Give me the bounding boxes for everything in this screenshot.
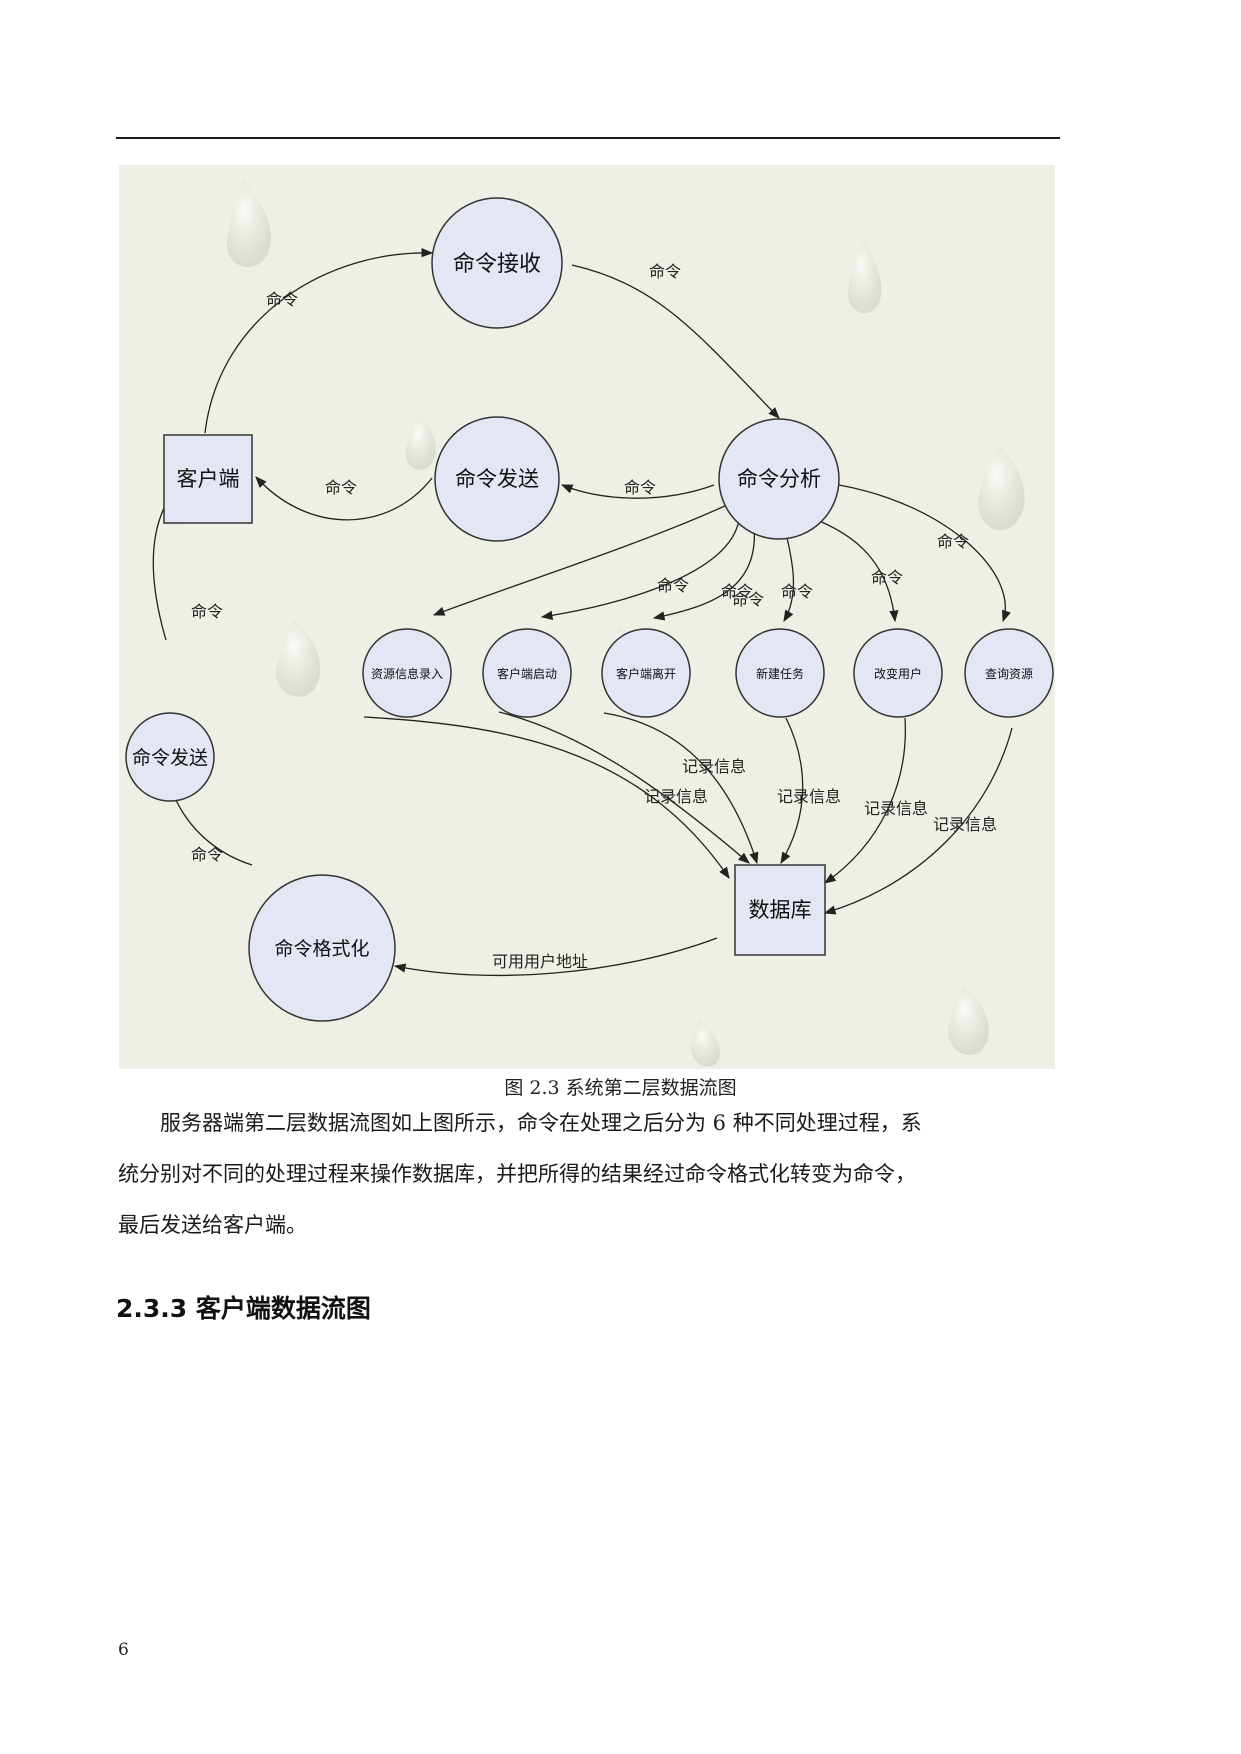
edge-new-task-to-db xyxy=(780,717,804,865)
node-cmd-receive xyxy=(431,197,563,329)
edge-query-res-to-db xyxy=(823,727,1013,915)
edge-send-to-client xyxy=(255,476,433,521)
node-label-client-leave: 客户端离开 xyxy=(616,666,676,681)
paragraph-line: 服务器端第二层数据流图如上图所示，命令在处理之后分为 6 种不同处理过程，系 xyxy=(160,1111,922,1135)
edge-label-db-to-format: 可用用户地址 xyxy=(492,952,588,971)
node-client-start xyxy=(482,628,572,718)
edge-label-change-user-to-db: 记录信息 xyxy=(864,799,928,818)
node-cmd-send-left xyxy=(125,712,215,802)
paragraph-line: 最后发送给客户端。 xyxy=(118,1213,307,1237)
header-rule xyxy=(116,137,1060,139)
data-flow-diagram: 命令接收 客户端 命令发送 命令分析 资源信息录入 客户端启动 客户端离开 新建… xyxy=(119,165,1055,1069)
node-label-cmd-analyze: 命令分析 xyxy=(737,467,821,491)
section-heading: 2.3.3 客户端数据流图 xyxy=(116,1294,371,1323)
edge-label-analyze-to-new-task: 命令 xyxy=(732,590,764,609)
node-change-user xyxy=(853,628,943,718)
node-label-client-start: 客户端启动 xyxy=(497,666,557,681)
node-label-res-input: 资源信息录入 xyxy=(371,666,443,681)
edge-analyze-to-client-leave xyxy=(652,524,756,621)
edge-label-format-to-send-left: 命令 xyxy=(191,845,223,864)
edge-receive-to-analyze xyxy=(571,264,780,419)
edge-client-start-to-db xyxy=(498,711,750,864)
page-number: 6 xyxy=(118,1640,129,1660)
edge-label-analyze-to-client-leave: 命令 xyxy=(781,582,813,601)
node-label-cmd-send-top: 命令发送 xyxy=(455,467,539,491)
edge-analyze-to-change-user xyxy=(808,516,899,623)
node-label-client: 客户端 xyxy=(177,467,240,491)
node-label-change-user: 改变用户 xyxy=(874,666,922,681)
edge-label-query-res-to-db: 记录信息 xyxy=(933,815,997,834)
node-client-leave xyxy=(601,628,691,718)
edge-label-analyze-to-client-start: 命令 xyxy=(721,582,753,601)
node-label-cmd-format: 命令格式化 xyxy=(274,938,369,960)
edge-client-to-receive xyxy=(204,248,434,434)
edge-label-send-left-to-client: 命令 xyxy=(191,602,223,621)
node-new-task xyxy=(735,628,825,718)
node-res-input xyxy=(362,628,452,718)
node-label-database: 数据库 xyxy=(749,898,812,922)
node-cmd-format xyxy=(248,874,396,1022)
edge-label-analyze-to-change-user: 命令 xyxy=(871,568,903,587)
node-cmd-send-top xyxy=(434,416,560,542)
edge-label-send-to-client: 命令 xyxy=(325,478,357,497)
node-cmd-analyze xyxy=(718,418,840,540)
edge-analyze-to-client-start xyxy=(540,519,740,621)
node-label-cmd-receive: 命令接收 xyxy=(453,252,541,277)
edge-label-res-input-to-db: 记录信息 xyxy=(644,787,708,806)
edge-label-client-start-to-db: 记录信息 xyxy=(682,757,746,776)
edge-db-to-format xyxy=(393,937,718,977)
node-label-query-res: 查询资源 xyxy=(985,667,1033,681)
edge-analyze-to-query-res xyxy=(838,484,1011,623)
paragraph-line: 统分别对不同的处理过程来操作数据库，并把所得的结果经过命令格式化转变为命令， xyxy=(118,1162,916,1186)
figure-caption: 图 2.3 系统第二层数据流图 xyxy=(504,1077,737,1099)
edge-analyze-to-res-input xyxy=(432,504,728,616)
node-label-new-task: 新建任务 xyxy=(756,666,804,681)
edge-label-analyze-to-res-input: 命令 xyxy=(657,576,689,595)
edge-label-analyze-to-send: 命令 xyxy=(624,478,656,497)
node-client xyxy=(163,434,253,524)
node-query-res xyxy=(964,628,1054,718)
edge-label-analyze-to-query-res: 命令 xyxy=(937,532,969,551)
node-label-cmd-send-left: 命令发送 xyxy=(132,747,208,769)
node-database xyxy=(734,864,826,956)
edge-analyze-to-send xyxy=(560,484,715,499)
edge-change-user-to-db xyxy=(824,717,906,884)
edge-label-client-to-receive: 命令 xyxy=(266,290,298,309)
edge-client-leave-to-db xyxy=(603,712,759,865)
edge-label-receive-to-analyze: 命令 xyxy=(649,262,681,281)
edge-res-input-to-db xyxy=(363,716,730,879)
edge-label-new-task-to-db: 记录信息 xyxy=(777,787,841,806)
